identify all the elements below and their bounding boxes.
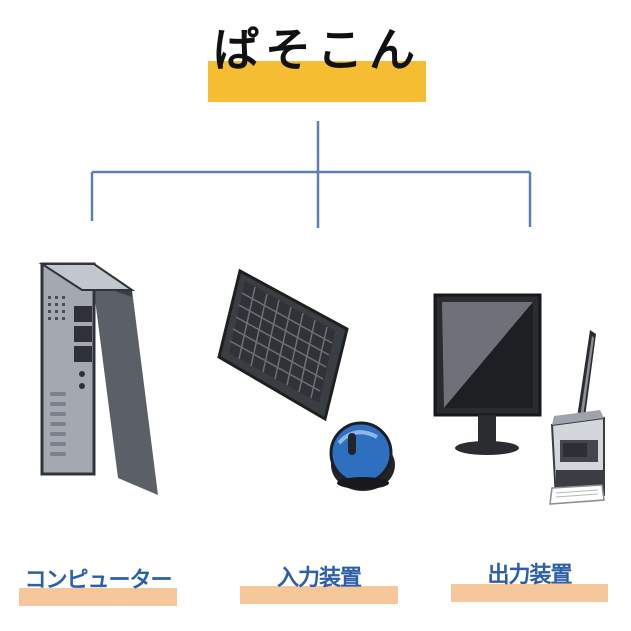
pc-tower-icon	[38, 262, 158, 495]
category-label-output-device: 出力装置	[487, 563, 572, 588]
category-label-input-device: 入力装置	[276, 566, 362, 591]
label-band-computer	[19, 588, 177, 606]
title-highlight-band	[208, 61, 426, 102]
category-label-computer: コンピューター	[24, 568, 172, 593]
keyboard-and-mouse-icon	[217, 268, 395, 491]
monitor-and-printer-icon	[433, 293, 605, 505]
label-band-input-device	[240, 586, 398, 604]
diagram-title: ぱそこん	[213, 23, 421, 77]
label-band-output-device	[451, 584, 608, 602]
